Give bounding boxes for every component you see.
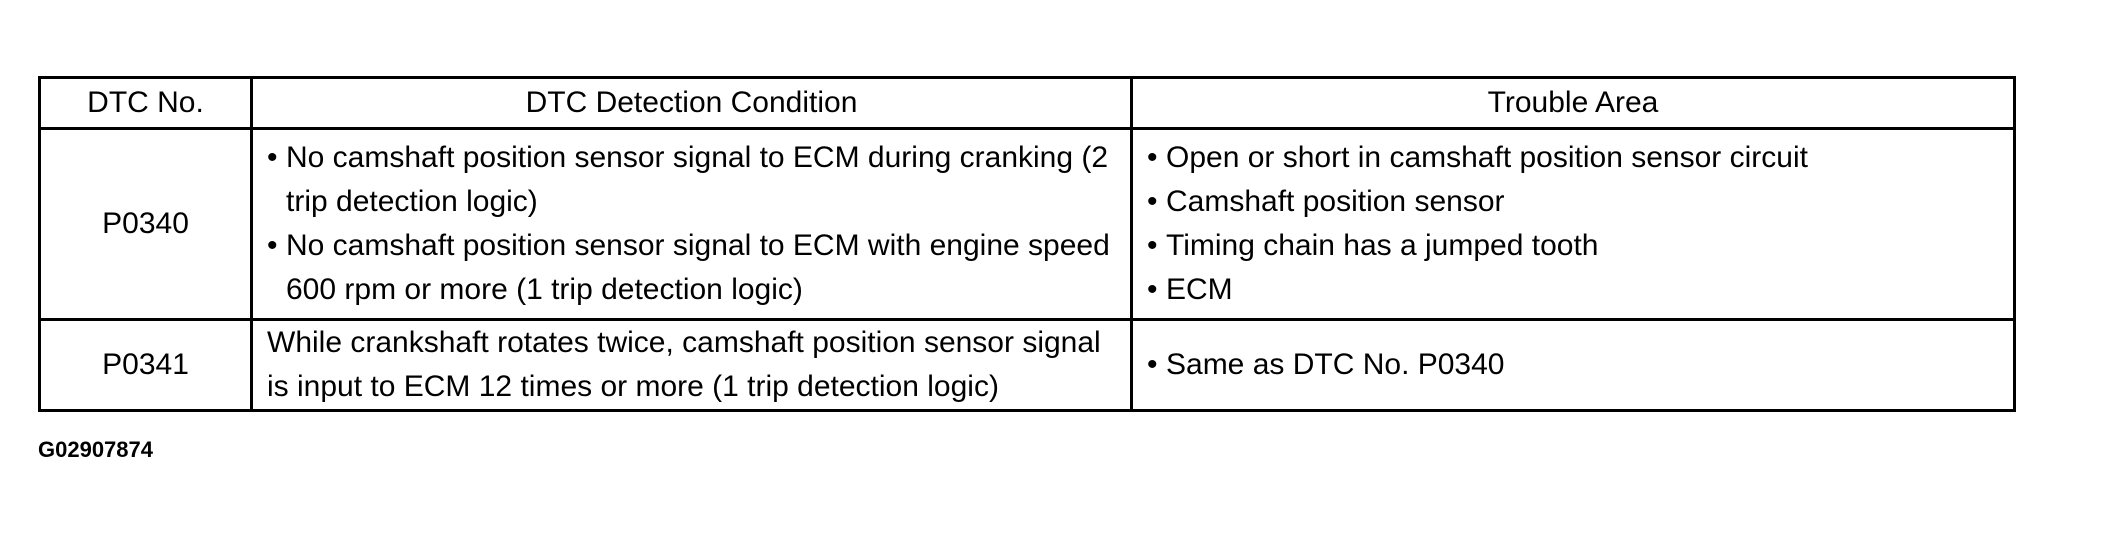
trouble-area-item: Open or short in camshaft position senso… (1147, 136, 1999, 180)
trouble-area-item: Camshaft position sensor (1147, 180, 1999, 224)
trouble-area-cell: Same as DTC No. P0340 (1130, 318, 2016, 412)
condition-text: While crankshaft rotates twice, camshaft… (267, 326, 1101, 403)
trouble-area-item: ECM (1147, 268, 1999, 312)
trouble-area-item: Timing chain has a jumped tooth (1147, 224, 1999, 268)
dtc-code-cell: P0341 (38, 318, 253, 412)
trouble-area-list: Open or short in camshaft position senso… (1147, 136, 1999, 312)
dtc-table: DTC No. DTC Detection Condition Trouble … (38, 76, 2016, 412)
dtc-code-cell: P0340 (38, 127, 253, 321)
table-row: P0340 No camshaft position sensor signal… (38, 127, 2016, 321)
condition-item: No camshaft position sensor signal to EC… (267, 224, 1116, 312)
condition-list: No camshaft position sensor signal to EC… (267, 136, 1116, 312)
header-trouble-area: Trouble Area (1130, 76, 2016, 130)
header-detection-condition: DTC Detection Condition (250, 76, 1133, 130)
table-row: P0341 While crankshaft rotates twice, ca… (38, 318, 2016, 412)
detection-condition-cell: While crankshaft rotates twice, camshaft… (250, 318, 1133, 412)
trouble-area-item: Same as DTC No. P0340 (1147, 343, 1999, 387)
trouble-area-list: Same as DTC No. P0340 (1147, 343, 1999, 387)
condition-item: No camshaft position sensor signal to EC… (267, 136, 1116, 224)
figure-code: G02907874 (38, 437, 153, 462)
trouble-area-cell: Open or short in camshaft position senso… (1130, 127, 2016, 321)
header-dtc-no: DTC No. (38, 76, 253, 130)
detection-condition-cell: No camshaft position sensor signal to EC… (250, 127, 1133, 321)
table-header-row: DTC No. DTC Detection Condition Trouble … (38, 76, 2016, 130)
